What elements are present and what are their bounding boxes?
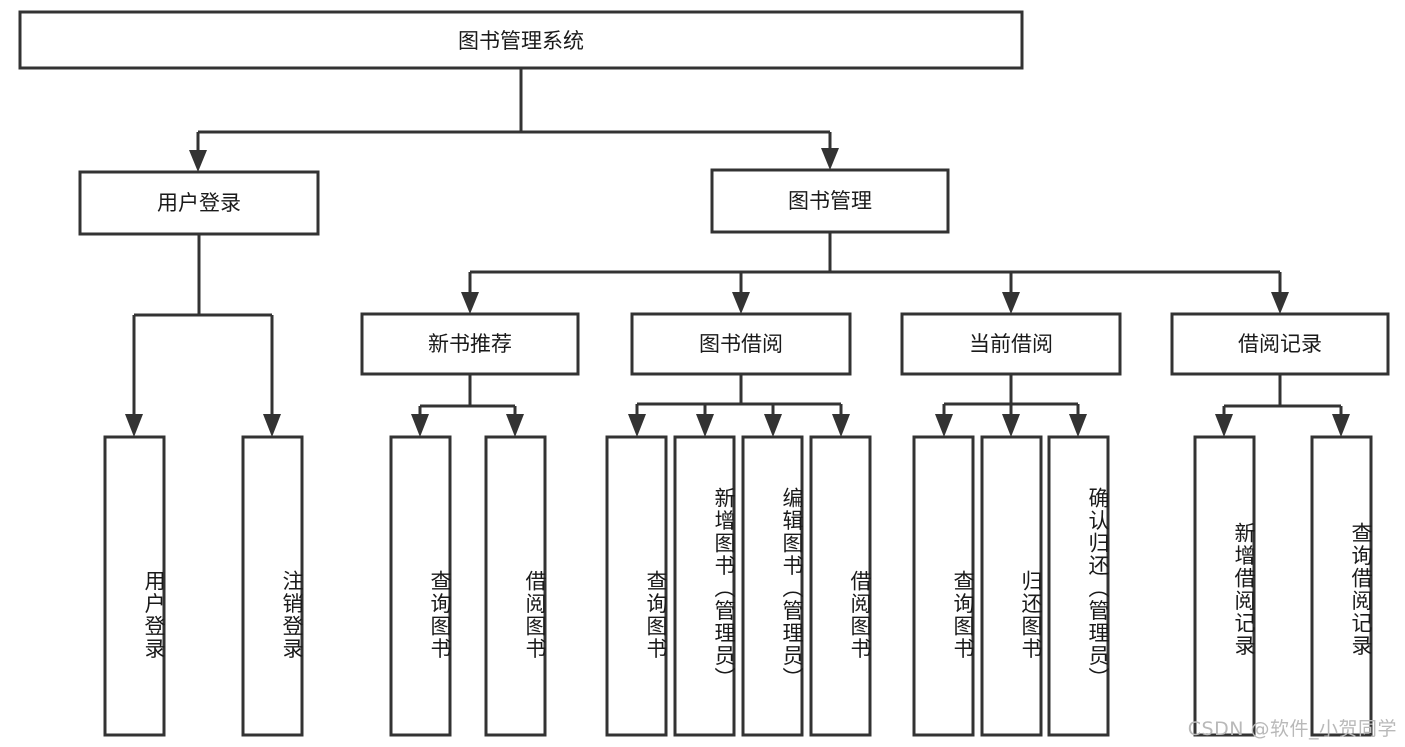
root-label: 图书管理系统 [458,29,584,53]
current-borrow-label: 当前借阅 [969,332,1053,356]
connector-user-login-to-leaves [125,234,281,437]
arrow-head-icon [1271,292,1289,314]
arrow-head-icon [189,150,207,172]
arrow-head-icon [1002,292,1020,314]
leaf-box-add-book-admin[interactable] [673,435,736,737]
leaf-box-query-book-current[interactable] [912,435,975,737]
arrow-head-icon [696,414,714,437]
book-management-label: 图书管理 [788,189,872,213]
node-book-management[interactable]: 图书管理 [710,168,950,234]
arrow-head-icon [1002,414,1020,437]
connector-borrow-record-to-leaves [1215,374,1350,437]
arrow-head-icon [1215,414,1233,437]
connector-new-book-recommend-to-leaves [411,374,524,437]
leaf-box-borrow-book-recommend[interactable] [484,435,547,737]
node-book-borrow[interactable]: 图书借阅 [630,312,852,376]
new-book-recommend-label: 新书推荐 [428,332,512,356]
arrow-head-icon [821,148,839,170]
leaf-box-return-book[interactable] [980,435,1043,737]
arrow-head-icon [628,414,646,437]
arrow-head-icon [732,292,750,314]
leaf-box-user-logout[interactable] [241,435,304,737]
arrow-head-icon [935,414,953,437]
node-borrow-record[interactable]: 借阅记录 [1170,312,1390,376]
connector-book-management-to-level3 [461,232,1289,314]
arrow-head-icon [1332,414,1350,437]
leaf-box-add-borrow-record[interactable] [1193,435,1256,737]
connector-current-borrow-to-leaves [935,374,1087,437]
node-current-borrow[interactable]: 当前借阅 [900,312,1122,376]
current-borrow-box[interactable] [900,312,1122,376]
node-user-login[interactable]: 用户登录 [78,170,320,236]
arrow-head-icon [263,414,281,437]
leaf-box-query-book-borrow[interactable] [605,435,668,737]
csdn-watermark: CSDN @软件_小贺同学 [1187,718,1397,740]
leaf-box-user-login[interactable] [103,435,166,737]
arrow-head-icon [411,414,429,437]
root-box[interactable] [18,10,1024,70]
arrow-head-icon [461,292,479,314]
connector-book-borrow-to-leaves [628,374,850,437]
user-login-label: 用户登录 [157,191,241,215]
arrow-head-icon [506,414,524,437]
node-root[interactable]: 图书管理系统 [18,10,1024,70]
leaf-box-confirm-return-admin[interactable] [1047,435,1110,737]
new-book-recommend-box[interactable] [360,312,580,376]
node-new-book-recommend[interactable]: 新书推荐 [360,312,580,376]
arrow-head-icon [764,414,782,437]
leaf-box-query-book-recommend[interactable] [389,435,452,737]
leaf-box-edit-book-admin[interactable] [741,435,804,737]
leaf-box-borrow-book[interactable] [809,435,872,737]
book-borrow-label: 图书借阅 [699,332,783,356]
connector-root-to-level2 [189,68,839,172]
borrow-record-label: 借阅记录 [1238,332,1322,356]
arrow-head-icon [125,414,143,437]
arrow-head-icon [832,414,850,437]
leaf-box-query-borrow-record[interactable] [1310,435,1373,737]
arrow-head-icon [1069,414,1087,437]
user-login-box[interactable] [78,170,320,236]
